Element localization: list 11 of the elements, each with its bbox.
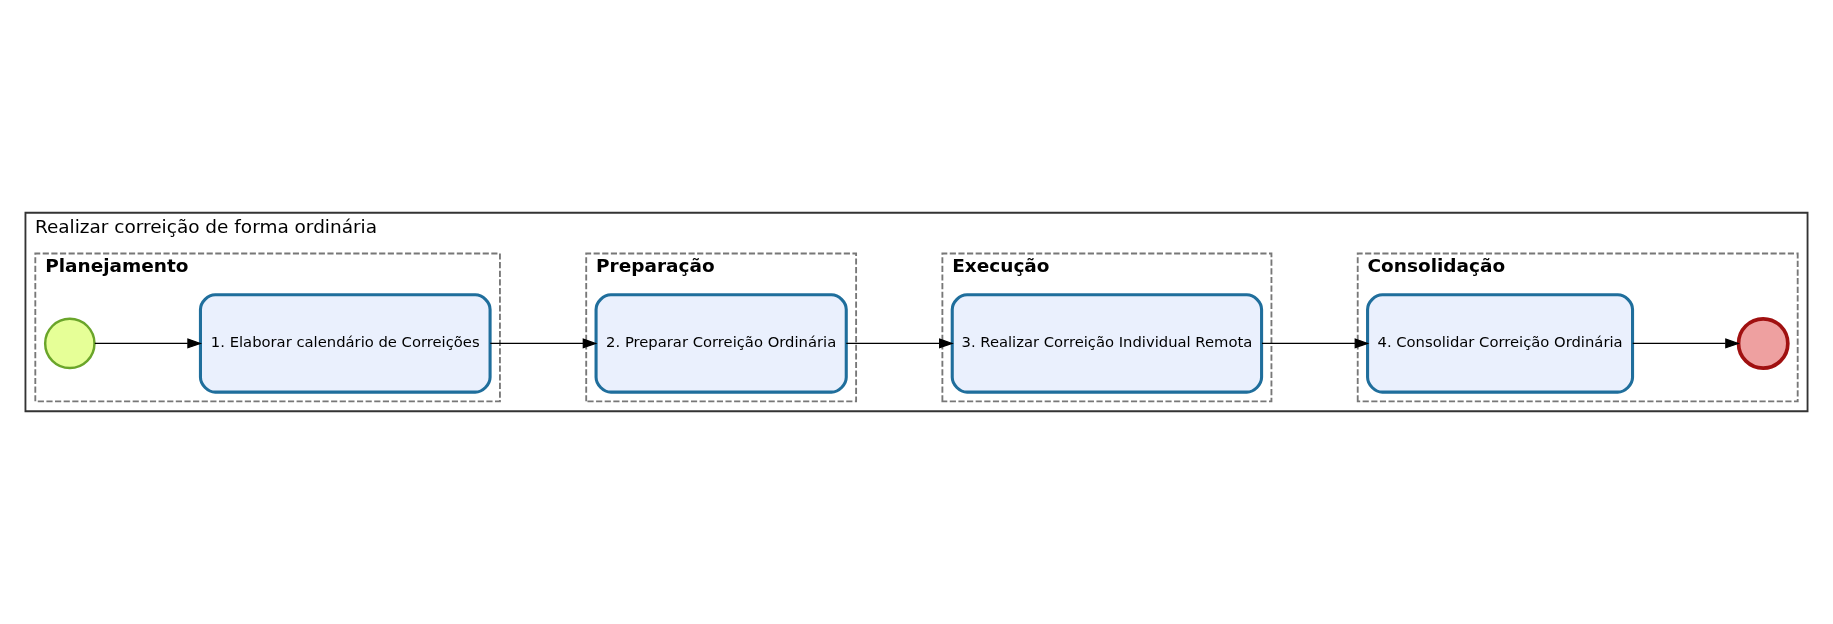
node-box: 1. Elaborar calendário de Correições xyxy=(198,293,492,394)
arrow xyxy=(94,338,203,349)
node-box: 4. Consolidar Correição Ordinária xyxy=(1366,293,1635,394)
arrow xyxy=(1261,338,1370,349)
arrow xyxy=(845,338,954,349)
arrow xyxy=(489,338,598,349)
node-circle xyxy=(1736,316,1790,370)
node-box: 3. Realizar Correição Individual Remota xyxy=(950,293,1264,394)
arrow xyxy=(1632,338,1740,349)
node-circle xyxy=(43,317,96,370)
node-box: 2. Preparar Correição Ordinária xyxy=(594,293,848,394)
